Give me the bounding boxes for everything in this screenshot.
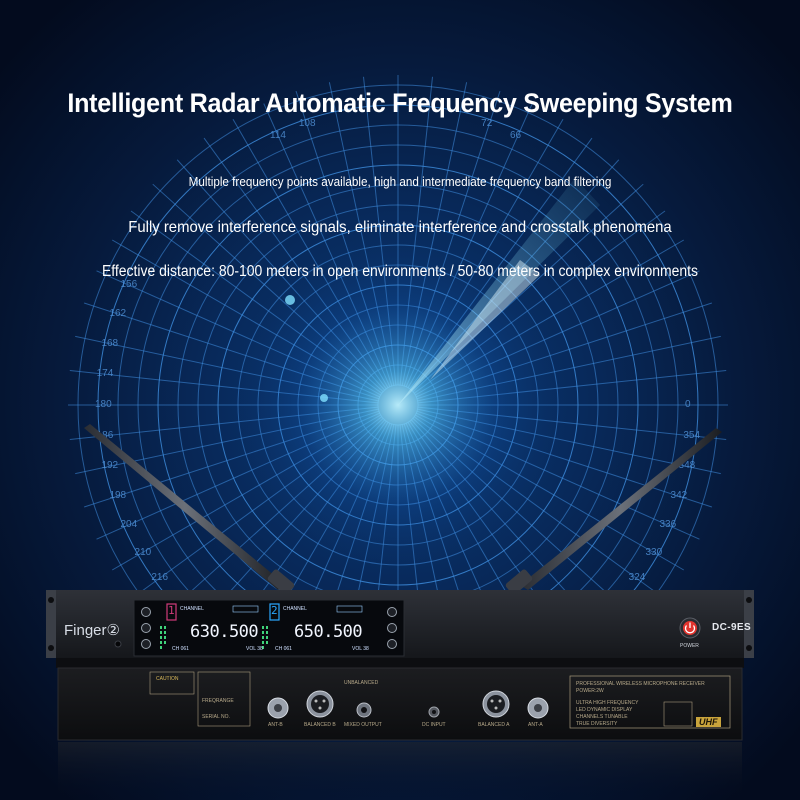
radar-degree-label: 168: [101, 337, 119, 349]
menu-button-4[interactable]: [387, 607, 397, 617]
radar-degree-label: 324: [628, 572, 646, 584]
spec-title: PROFESSIONAL WIRELESS MICROPHONE RECEIVE…: [576, 681, 705, 687]
radar-degree-label: 342: [670, 490, 688, 502]
compliance-mark: [663, 701, 693, 727]
rear-balanced-b-text: BALANCED B: [304, 722, 336, 728]
channel-1-frequency: 630.500: [190, 622, 259, 642]
radar-degree-label: 336: [659, 518, 677, 530]
subtitle-line-3: Effective distance: 80-100 meters in ope…: [101, 263, 699, 280]
radar-degree-label: 198: [109, 490, 127, 502]
radar-blip: [320, 394, 328, 402]
channel-1-number: 1: [168, 604, 175, 617]
channel-1-label: CHANNEL: [180, 606, 204, 612]
channel-2-frequency: 650.500: [294, 622, 363, 642]
ant-a-connector: [527, 697, 549, 719]
radar-sweep-highlight: [430, 260, 540, 380]
mixed-output-jack: [356, 702, 372, 718]
radar-degree-label: 216: [151, 572, 169, 584]
rear-ant-b-text: ANT-B: [268, 722, 283, 728]
balanced-a-connector: [482, 690, 510, 718]
serial-label: [197, 671, 251, 727]
signal-level-bars: [160, 626, 268, 649]
rear-unbalanced-text: UNBALANCED: [344, 680, 379, 686]
radar-degree-label: 192: [101, 460, 119, 472]
menu-button-5[interactable]: [387, 623, 397, 633]
radar-blip: [285, 295, 295, 305]
spec-plate: [569, 675, 731, 729]
channel-2-ch: CH 061: [275, 646, 292, 652]
subtitle-line-2: Fully remove interference signals, elimi…: [128, 219, 672, 236]
channel-2-vol: VOL 38: [352, 646, 369, 652]
rear-balanced-a-text: BALANCED A: [478, 722, 510, 728]
radar-sweep-beam: [398, 178, 600, 405]
spec-power: POWER:2W: [576, 688, 604, 694]
uhf-badge: UHF: [696, 717, 721, 727]
spec-feature-2: LED DYNAMIC DISPLAY: [576, 707, 633, 713]
spec-feature-1: ULTRA HIGH FREQUENCY: [576, 700, 639, 706]
radar-degree-label: 330: [645, 546, 663, 558]
radar-degree-label: 210: [134, 546, 152, 558]
menu-button-2[interactable]: [141, 623, 151, 633]
radar-degree-label: 348: [678, 460, 696, 472]
radar-degree-label: 186: [96, 429, 114, 441]
menu-button-1[interactable]: [141, 607, 151, 617]
channel-2-label: CHANNEL: [283, 606, 307, 612]
rear-freqrange-text: FREQRANGE: [202, 698, 234, 704]
rear-dc-input-text: DC INPUT: [422, 722, 446, 728]
menu-button-6[interactable]: [387, 639, 397, 649]
radar-degree-label: 114: [270, 129, 286, 141]
model-number: DC-9ES: [712, 622, 752, 633]
radar-degree-label: 108: [298, 118, 316, 130]
rear-caution-text: CAUTION: [156, 676, 179, 682]
power-icon: [684, 625, 696, 634]
antenna-right: [505, 428, 722, 595]
spec-feature-4: TRUE DIVERSITY: [576, 721, 618, 727]
radar-degree-label: 72: [481, 118, 493, 130]
rear-ant-a-text: ANT-A: [528, 722, 543, 728]
caution-label: [149, 671, 195, 695]
channel-1-ch: CH 061: [172, 646, 189, 652]
brand-logo: Finger②: [64, 622, 120, 639]
floor-reflection: [58, 742, 742, 800]
antenna-left: [84, 424, 295, 595]
dc-input-jack: [428, 706, 440, 718]
radar-degree-label: 180: [95, 399, 112, 410]
menu-button-3[interactable]: [141, 639, 151, 649]
rear-mixed-output-text: MIXED OUTPUT: [344, 722, 382, 728]
channel-1-vol: VOL 38: [246, 646, 263, 652]
ir-sensor: [114, 640, 122, 648]
subtitle-line-1: Multiple frequency points available, hig…: [188, 174, 612, 189]
balanced-b-connector: [306, 690, 334, 718]
spec-feature-3: CHANNELS TUNABLE: [576, 714, 628, 720]
radar-degree-label: 354: [683, 429, 701, 441]
radar-degree-label: 156: [120, 279, 138, 290]
page-title: Intelligent Radar Automatic Frequency Sw…: [67, 88, 733, 118]
ant-b-connector: [267, 697, 289, 719]
power-label: POWER: [680, 643, 699, 649]
radar-degree-label: 66: [509, 129, 522, 141]
channel-2-number: 2: [271, 604, 278, 617]
radar-degree-label: 204: [120, 518, 138, 530]
radar-degree-label: 0: [685, 399, 691, 410]
radar-degree-label: 174: [96, 368, 114, 380]
lcd-display: [133, 599, 405, 657]
radar-degree-label: 162: [109, 307, 127, 319]
rear-serial-text: SERIAL NO.: [202, 714, 230, 720]
